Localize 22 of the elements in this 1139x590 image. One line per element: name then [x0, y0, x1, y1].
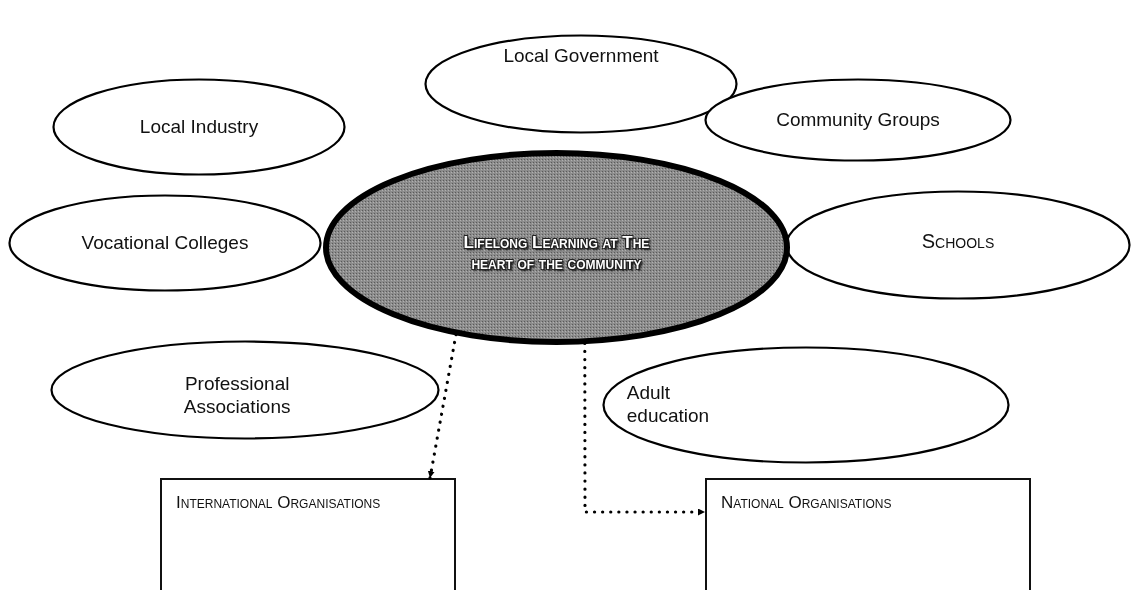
ellipse-node	[785, 190, 1131, 300]
dotted-arrow	[583, 341, 707, 516]
ellipse-node	[602, 346, 1010, 464]
rectangle-node	[160, 478, 456, 590]
node-label: Local Government	[502, 44, 660, 68]
node-label: Professional Associations	[182, 373, 292, 419]
node-label: Local Industry	[138, 115, 260, 139]
node-label: Community Groups	[775, 108, 941, 132]
node-label: National Organisations	[721, 492, 893, 514]
dotted-arrow	[427, 332, 458, 480]
node-label: Lifelong Learning at The heart of the community	[462, 232, 651, 274]
node-label: Schools	[920, 228, 996, 253]
ellipse-node	[52, 78, 346, 176]
node-label: International Organisations	[176, 492, 382, 514]
central-ellipse	[323, 150, 790, 345]
node-label: Vocational Colleges	[80, 231, 250, 255]
ellipse-node	[424, 34, 738, 134]
ellipse-node	[50, 340, 440, 440]
ellipse-node	[8, 194, 322, 292]
rectangle-node	[705, 478, 1031, 590]
node-label: Adult education	[626, 382, 711, 428]
ellipse-node	[704, 78, 1012, 162]
